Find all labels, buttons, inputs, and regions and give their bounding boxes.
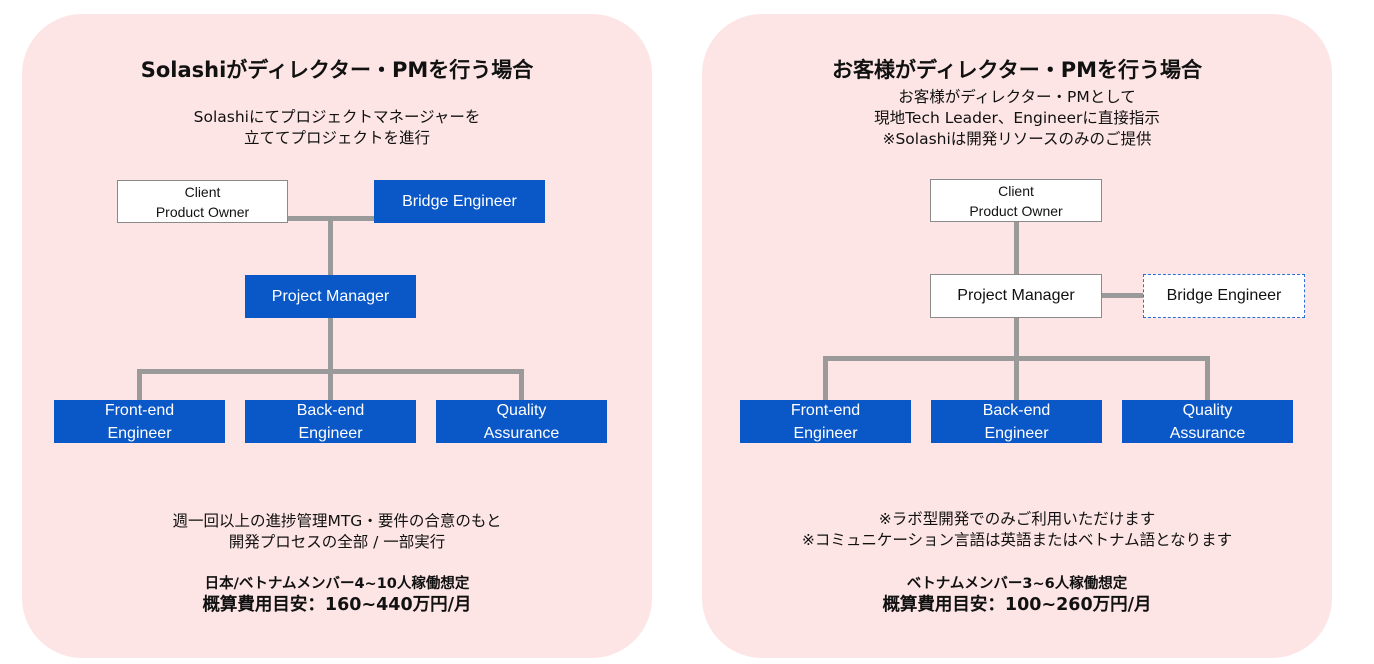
panel-intro: Solashiにてプロジェクトマネージャーを 立ててプロジェクトを進行 [22,107,652,149]
connector-pm-branch [328,317,333,374]
node-label: Back-end Engineer [982,401,1051,442]
node-backend-engineer: Back-end Engineer [245,400,416,443]
price-estimate: 概算費用目安：100~260万円/月 [882,595,1152,615]
panel-intro: お客様がディレクター・PMとして 現地Tech Leader、Engineerに… [702,87,1332,150]
note-line: 開発プロセスの全部 / 一部実行 [228,533,446,551]
panel-title: Solashiがディレクター・PMを行う場合 [140,58,534,82]
panel-notes: ※ラボ型開発でのみご利用いただけます ※コミュニケーション言語は英語またはベトナ… [702,509,1332,551]
panel-notes: 週一回以上の進捗管理MTG・要件の合意のもと 開発プロセスの全部 / 一部実行 [22,511,652,553]
node-quality-assurance: Quality Assurance [436,400,607,443]
intro-line: Solashiにてプロジェクトマネージャーを [193,108,481,126]
note-line: 週一回以上の進捗管理MTG・要件の合意のもと [172,512,502,530]
panel-solashi-pm: Solashiがディレクター・PMを行う場合 Solashiにてプロジェクトマネ… [22,14,652,658]
intro-line: 立ててプロジェクトを進行 [243,129,430,147]
node-label: Project Manager [271,287,390,305]
node-label: Quality Assurance [483,401,560,442]
connector-branch-qa [1205,356,1210,401]
note-line: ※ラボ型開発でのみご利用いただけます [878,510,1156,528]
node-bridge-engineer: Bridge Engineer [1143,274,1305,318]
price-estimate: 概算費用目安：160~440万円/月 [202,595,472,615]
node-label: Front-end Engineer [790,401,861,442]
node-backend-engineer: Back-end Engineer [931,400,1102,443]
connector-branch-frontend [823,356,828,401]
node-label: Quality Assurance [1169,401,1246,442]
node-label: Bridge Engineer [1166,287,1282,304]
node-label: Client Product Owner [969,182,1063,219]
node-label: Bridge Engineer [402,192,517,210]
node-client: Client Product Owner [930,179,1102,222]
node-client: Client Product Owner [117,180,288,223]
member-estimate: ベトナムメンバー3~6人稼働想定 [906,576,1128,592]
note-line: ※コミュニケーション言語は英語またはベトナム語となります [801,531,1233,549]
node-label: Back-end Engineer [296,401,365,442]
node-label: Front-end Engineer [104,401,175,442]
node-frontend-engineer: Front-end Engineer [740,400,911,443]
panel-title: お客様がディレクター・PMを行う場合 [832,58,1202,82]
node-frontend-engineer: Front-end Engineer [54,400,225,443]
intro-line: ※Solashiは開発リソースのみのご提供 [882,130,1152,148]
node-bridge-engineer: Bridge Engineer [374,180,545,223]
node-project-manager: Project Manager [930,274,1102,318]
connector-pm-branch [1014,317,1019,360]
panel-client-pm: お客様がディレクター・PMを行う場合 お客様がディレクター・PMとして 現地Te… [702,14,1332,658]
intro-line: お客様がディレクター・PMとして [898,88,1136,106]
member-estimate: 日本/ベトナムメンバー4~10人稼働想定 [204,576,470,592]
node-quality-assurance: Quality Assurance [1122,400,1293,443]
node-label: Project Manager [957,287,1075,304]
node-project-manager: Project Manager [245,275,416,318]
connector-client-pm [328,216,333,290]
connector-branch-frontend [137,369,142,415]
intro-line: 現地Tech Leader、Engineerに直接指示 [874,109,1160,127]
connector-pm-bridge [1102,293,1144,298]
connector-client-pm [1014,221,1019,275]
connector-branch-qa [519,369,524,415]
connector-branch-backend [1014,356,1019,401]
node-label: Client Product Owner [155,183,250,220]
connector-branch-backend [328,369,333,415]
